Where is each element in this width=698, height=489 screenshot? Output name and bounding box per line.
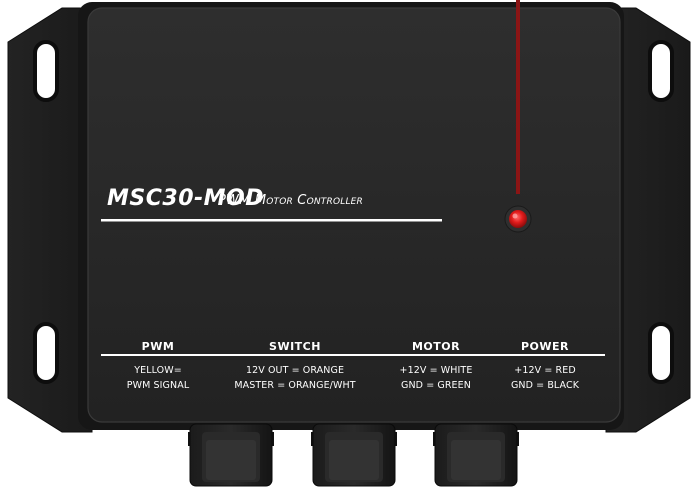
connector-header-motor: MOTOR: [411, 340, 461, 353]
switch-wiring-line-2: MASTER = ORANGE/WHT: [234, 380, 356, 391]
left-mount-ear: [7, 7, 93, 433]
connector-header-switch: SWITCH: [269, 340, 321, 353]
enclosure-lid: [87, 7, 621, 423]
power-wiring-line-2: GND = BLACK: [510, 380, 580, 391]
mount-slot-top-right: [648, 40, 674, 102]
switch-wiring-line-1: 12V OUT = ORANGE: [245, 365, 345, 376]
led-indicator-line: [516, 0, 520, 194]
pwm-wiring-line-2: PWM SIGNAL: [126, 380, 190, 391]
connector-header-power: POWER: [520, 340, 570, 353]
mount-slot-top-left: [33, 40, 59, 102]
cable-gland-3: [433, 423, 519, 487]
title-underline: [101, 219, 442, 222]
pwm-wiring-line-1: YELLOW=: [134, 365, 182, 376]
model-description: PWM Motor Controller: [218, 193, 364, 208]
mount-slot-bottom-left: [33, 322, 59, 384]
motor-wiring-line-2: GND = GREEN: [401, 380, 471, 391]
model-name: MSC30-MOD: [107, 186, 264, 211]
power-wiring-line-1: +12V = RED: [514, 365, 576, 376]
cable-gland-2: [311, 423, 397, 487]
connector-divider: [101, 354, 605, 356]
mount-slot-bottom-right: [648, 322, 674, 384]
cable-gland-1: [188, 423, 274, 487]
status-led: [509, 210, 527, 228]
motor-wiring-line-1: +12V = WHITE: [399, 365, 473, 376]
connector-header-pwm: PWM: [141, 340, 175, 353]
